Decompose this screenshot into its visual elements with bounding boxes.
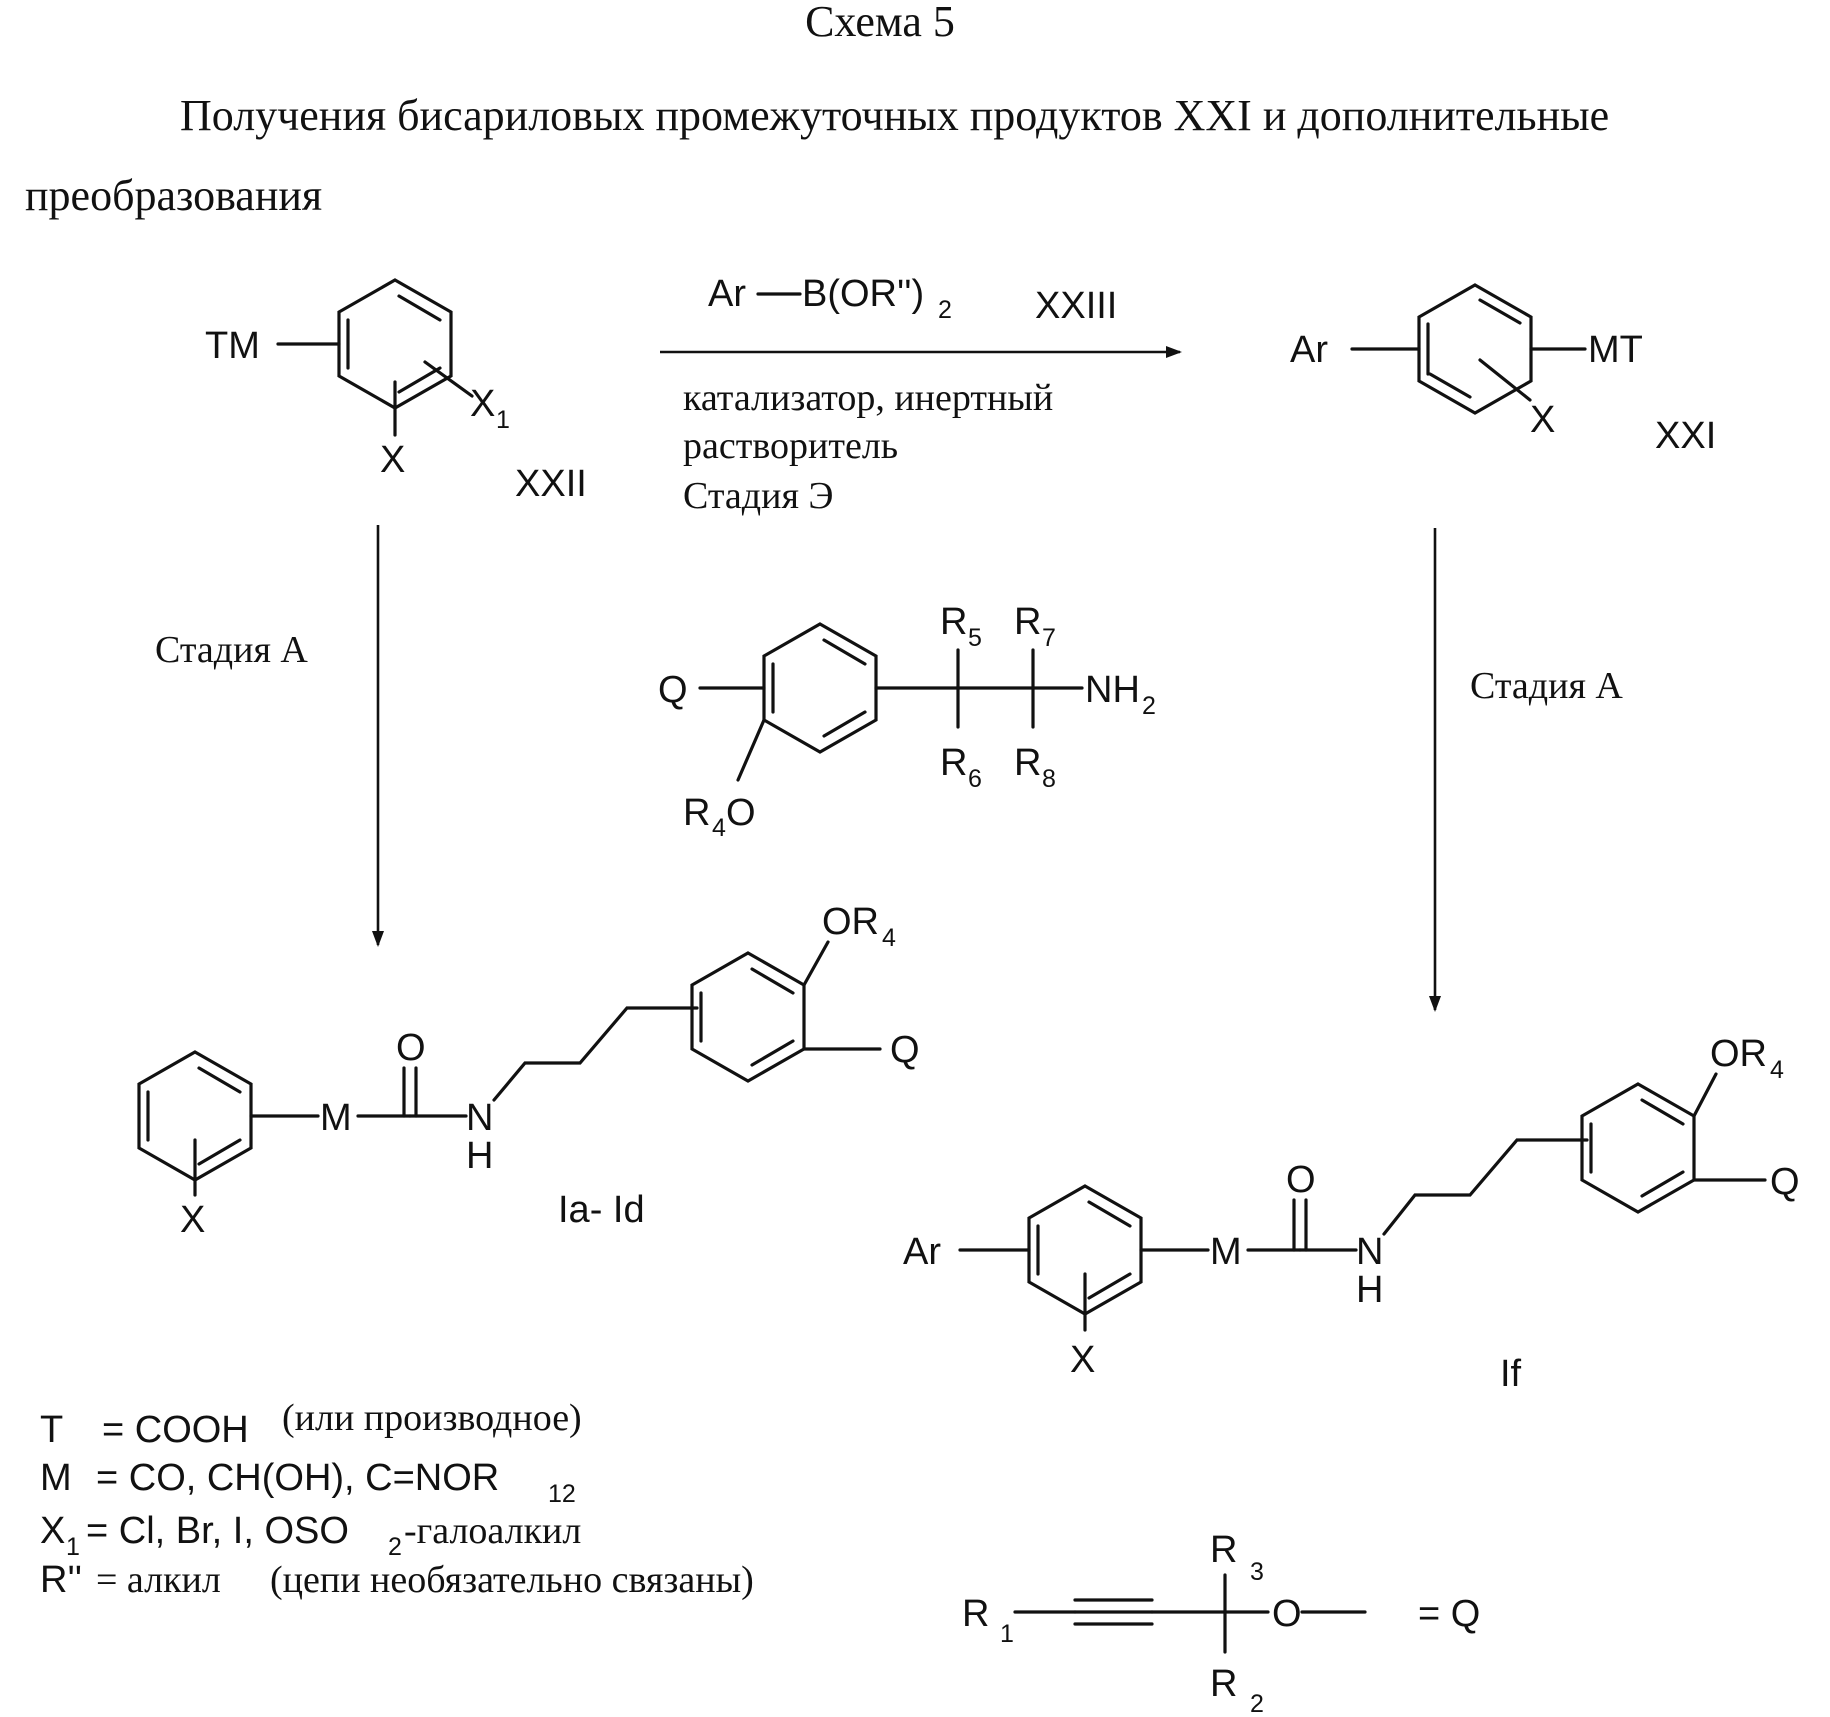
compound-if: Ar X M O N H OR 4 Q <box>903 1033 1800 1381</box>
legend-m-sub: 12 <box>548 1480 576 1508</box>
condition-line2: растворитель <box>683 425 898 467</box>
atom-n: N <box>1356 1231 1383 1273</box>
compound-ia-id: X M O N H OR 4 Q <box>139 901 920 1241</box>
atom-r2-sub: 2 <box>1250 1690 1264 1717</box>
label-xxii: XXII <box>515 463 587 505</box>
atom-q: Q <box>890 1029 920 1071</box>
reagent-boron: B(OR'') <box>802 273 924 315</box>
left-step-label: Стадия A <box>155 629 308 671</box>
legend-x1-tail: -галоалкил <box>404 1510 581 1552</box>
label-xxiii: XXIII <box>1035 285 1117 327</box>
atom-r4o-r: R <box>683 792 710 834</box>
atom-nh2: NH <box>1085 669 1140 711</box>
atom-x: X <box>180 1199 205 1241</box>
atom-q: Q <box>1770 1161 1800 1203</box>
atom-x: X <box>1530 399 1555 441</box>
atom-mt: MT <box>1588 329 1643 371</box>
condition-line3: Стадия Э <box>683 475 834 517</box>
condition-line1: катализатор, инертный <box>683 377 1053 419</box>
atom-ar: Ar <box>903 1231 941 1273</box>
legend-t-note: (или производное) <box>282 1397 582 1439</box>
legend-m-key: M <box>40 1457 72 1499</box>
label-if: If <box>1500 1353 1522 1395</box>
atom-x: X <box>1070 1339 1095 1381</box>
q-definition: R 1 R 3 R 2 O = Q <box>962 1529 1480 1717</box>
legend-t-key: T <box>40 1409 63 1451</box>
atom-o: O <box>396 1027 426 1069</box>
atom-o-ether: O <box>1272 1593 1302 1635</box>
legend: T = COOH (или производное) M = CO, CH(OH… <box>40 1397 754 1601</box>
right-step-label: Стадия A <box>1470 665 1623 707</box>
legend-x1-sub2: 2 <box>388 1533 402 1561</box>
legend-x1-eq: = Cl, Br, I, OSO <box>86 1510 349 1552</box>
atom-h: H <box>466 1135 493 1177</box>
compound-xxi: Ar MT X <box>1290 285 1643 441</box>
atom-m: M <box>1210 1231 1242 1273</box>
atom-r6-sub: 6 <box>968 765 982 793</box>
atom-r4o-o: O <box>726 792 756 834</box>
scheme-heading-line1: Получения бисариловых промежуточных прод… <box>180 91 1609 140</box>
legend-r-eq: = алкил <box>96 1559 221 1601</box>
atom-m: M <box>320 1097 352 1139</box>
label-ia-id: Ia- Id <box>558 1189 645 1231</box>
atom-o: O <box>1286 1159 1316 1201</box>
compound-xxii: TM X 1 X <box>205 280 510 481</box>
reagent-ar: Ar <box>708 273 746 315</box>
atom-r8-sub: 8 <box>1042 765 1056 793</box>
scheme-heading-line2: преобразования <box>25 171 322 220</box>
atom-r8: R <box>1014 742 1041 784</box>
legend-r-key: R'' <box>40 1559 82 1601</box>
atom-tm: TM <box>205 325 260 367</box>
atom-r3-sub: 3 <box>1250 1558 1264 1586</box>
atom-r1: R <box>962 1593 989 1635</box>
atom-r6: R <box>940 742 967 784</box>
atom-r5-sub: 5 <box>968 624 982 652</box>
atom-x1-sub: 1 <box>496 406 510 434</box>
legend-t-eq: = COOH <box>102 1409 249 1451</box>
atom-ar: Ar <box>1290 329 1328 371</box>
atom-x1: X <box>470 383 495 425</box>
q-equals: = Q <box>1418 1593 1480 1635</box>
label-xxi: XXI <box>1655 415 1716 457</box>
atom-q: Q <box>658 669 688 711</box>
amine-reagent: Q R 4 O R 5 R 7 R 6 R 8 NH 2 <box>658 601 1156 842</box>
atom-r2: R <box>1210 1663 1237 1705</box>
atom-r7-sub: 7 <box>1042 624 1056 652</box>
atom-or4: OR <box>1710 1033 1767 1075</box>
atom-r1-sub: 1 <box>1000 1620 1014 1648</box>
legend-x1-key: X <box>40 1510 65 1552</box>
atom-h: H <box>1356 1269 1383 1311</box>
atom-r4o-4: 4 <box>712 814 726 842</box>
reagent-boron-sub: 2 <box>938 296 952 324</box>
legend-x1-sub: 1 <box>66 1533 80 1561</box>
legend-r-note: (цепи необязательно связаны) <box>270 1559 754 1601</box>
atom-r3: R <box>1210 1529 1237 1571</box>
atom-nh2-sub: 2 <box>1142 692 1156 720</box>
scheme-title: Схема 5 <box>805 0 955 46</box>
atom-or4-sub: 4 <box>882 924 896 952</box>
atom-r5: R <box>940 601 967 643</box>
legend-m-eq: = CO, CH(OH), C=NOR <box>96 1457 499 1499</box>
atom-x: X <box>380 439 405 481</box>
atom-r7: R <box>1014 601 1041 643</box>
atom-n: N <box>466 1097 493 1139</box>
atom-or4: OR <box>822 901 879 943</box>
atom-or4-sub: 4 <box>1770 1056 1784 1084</box>
reagent-xxiii: Ar B(OR'') 2 XXIII <box>708 273 1117 327</box>
